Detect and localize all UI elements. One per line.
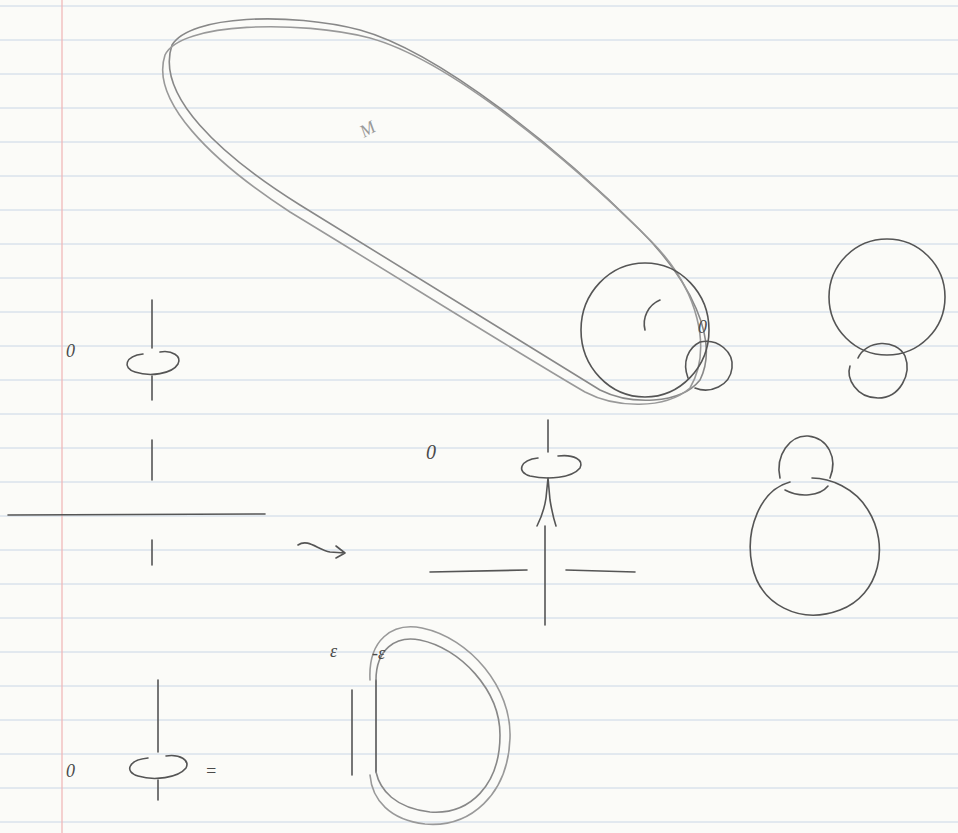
strand [151, 440, 153, 480]
strand [157, 780, 159, 800]
strand [547, 420, 549, 452]
sketch-label: M [357, 117, 379, 140]
strand [566, 570, 635, 572]
zero-loop [127, 352, 179, 375]
strand [544, 526, 546, 625]
band [537, 478, 556, 526]
zero-loop [522, 456, 581, 478]
linking-circle [849, 343, 907, 398]
circle [829, 239, 945, 355]
circle [750, 478, 879, 615]
sketch-label: 0 [66, 762, 75, 780]
squiggle-arrow [298, 543, 345, 558]
strand [151, 300, 153, 348]
manifold-blob [169, 19, 706, 400]
inner-arc [644, 300, 660, 330]
strand [8, 514, 265, 515]
manifold-blob [163, 27, 701, 405]
strand [151, 540, 153, 565]
sketch-label: 0 [426, 442, 436, 462]
linking-circle [686, 341, 733, 390]
margin-line [61, 0, 62, 833]
strand [151, 376, 153, 400]
strand [157, 680, 159, 752]
strand [351, 690, 353, 775]
strand [430, 570, 527, 572]
sketch-label: 0 [66, 342, 75, 360]
ruled-lines [0, 6, 958, 822]
sketch-label: = [205, 762, 217, 780]
strand [375, 680, 377, 772]
linking-circle [779, 436, 833, 495]
sketch-label: -ε [372, 644, 385, 662]
attaching-circle [581, 263, 709, 397]
sketch-label: ε [330, 642, 337, 660]
zero-loop [130, 756, 187, 779]
double-loop [370, 627, 510, 824]
sketch-label: 0 [698, 318, 707, 336]
